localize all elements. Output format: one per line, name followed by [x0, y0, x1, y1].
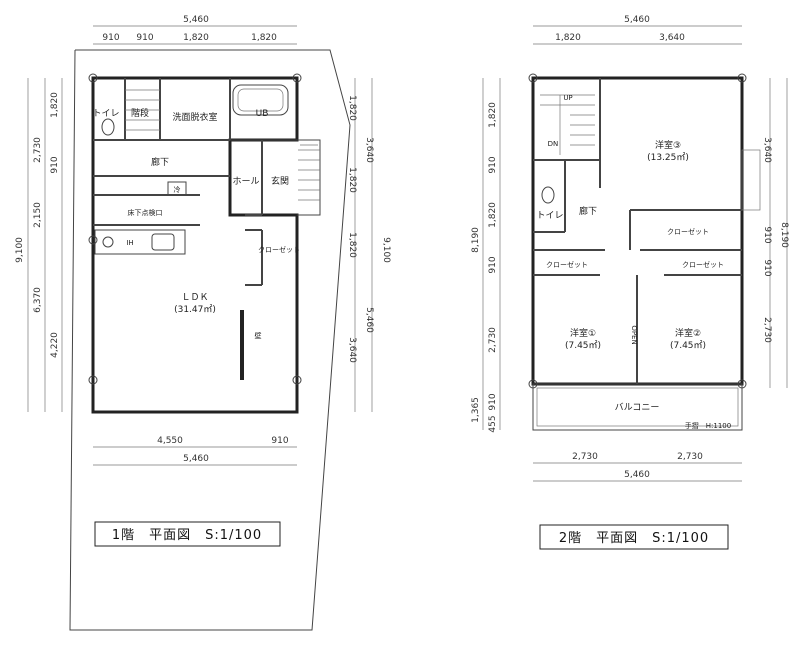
label-handrail: 手摺 H:1100 — [685, 421, 731, 430]
dim-top-1: 910 — [136, 33, 153, 43]
room-label-washroom: 洗面脱衣室 — [172, 111, 217, 123]
floor1-title-box — [94, 521, 281, 547]
room-label-closet-top: クローゼット — [667, 227, 709, 236]
f2-dim-left-bottom-2: 455 — [488, 415, 498, 432]
f2-dim-left-1: 910 — [488, 156, 498, 173]
dim-left-b-0: 6,370 — [33, 287, 43, 313]
floor1-title: 1階 平面図 S:1/100 — [112, 528, 262, 543]
floor2-columns — [528, 73, 747, 389]
dim-right-total: 9,100 — [381, 237, 391, 263]
f2-toilet-fixture — [541, 186, 555, 204]
f2-dim-right-0: 3,640 — [762, 137, 772, 163]
dim-left-a-2: 910 — [50, 156, 60, 173]
label-wall: 壁 — [255, 331, 262, 340]
dim-bottom-1: 910 — [271, 436, 288, 446]
floor2-title: 2階 平面図 S:1/100 — [559, 531, 709, 546]
dim-right-4: 5,460 — [364, 307, 374, 333]
floor1-exterior-wall — [91, 76, 299, 414]
ih-hob-icon — [102, 236, 114, 248]
floor2-interior-walls — [533, 78, 742, 384]
f2-dim-bottom-total: 5,460 — [624, 470, 650, 480]
floor2-stairs — [540, 94, 595, 155]
dim-right-2: 1,820 — [347, 167, 357, 193]
toilet-fixture — [101, 118, 115, 136]
room-label-closet: クローゼット — [258, 245, 300, 254]
room-label-closet-right: クローゼット — [682, 260, 724, 269]
dim-right-1: 3,640 — [364, 137, 374, 163]
label-stairs-dn: DN — [548, 140, 559, 148]
f2-dim-left-0: 1,820 — [488, 102, 498, 128]
room-label-f2-corridor: 廊下 — [579, 205, 597, 217]
label-open: OPEN — [630, 325, 638, 344]
f2-dim-right-3: 2,730 — [762, 317, 772, 343]
room-label-ldk: ＬＤＫ — [181, 293, 208, 303]
f2-dim-right-2: 910 — [762, 259, 772, 276]
floor2-title-box — [539, 524, 729, 550]
floor1-stairs — [125, 89, 160, 131]
f2-dim-right-1: 910 — [762, 226, 772, 243]
f2-dim-left-total: 8,190 — [471, 227, 481, 253]
f2-dim-bottom-1: 2,730 — [677, 452, 703, 462]
label-refrigerator: 冷 — [174, 185, 181, 194]
porch-steps — [298, 149, 320, 201]
room-label-stairs: 階段 — [131, 107, 149, 119]
f2-dim-left-bottom-0: 1,365 — [471, 397, 481, 423]
label-stairs-up: UP — [563, 94, 572, 102]
fridge-space — [167, 181, 187, 196]
f2-dim-left-3: 910 — [488, 256, 498, 273]
f2-dim-top-total: 5,460 — [624, 15, 650, 25]
room-label-balcony: バルコニー — [615, 402, 660, 413]
f2-dim-top-1: 3,640 — [659, 33, 685, 43]
room-label-western3: 洋室③ — [655, 139, 681, 151]
room-label-closet-left: クローゼット — [546, 260, 588, 269]
f2-dim-left-2: 1,820 — [488, 202, 498, 228]
f2-dim-right-total: 8,190 — [779, 222, 789, 248]
dim-left-a-3: 2,150 — [33, 202, 43, 228]
bathtub — [232, 84, 289, 116]
f2-dim-left-4: 2,730 — [488, 327, 498, 353]
dim-top-2: 1,820 — [183, 33, 209, 43]
sink-icon — [151, 233, 175, 251]
dim-top-3: 1,820 — [251, 33, 277, 43]
room-label-entrance: 玄関 — [271, 175, 289, 187]
label-ih: IH — [126, 239, 133, 247]
floor1-plan: 5,460 910 910 1,820 1,820 9,100 2,730 2,… — [15, 15, 391, 631]
room-label-hall: ホール — [232, 176, 259, 187]
dim-right-0: 1,820 — [347, 95, 357, 121]
room-area-ldk: (31.47㎡) — [174, 304, 216, 315]
room-area-western2: (7.45㎡) — [670, 340, 706, 351]
dim-top-0: 910 — [102, 33, 119, 43]
room-label-western2: 洋室② — [675, 327, 701, 339]
f2-dim-bottom-0: 2,730 — [572, 452, 598, 462]
porch — [230, 139, 321, 216]
dim-right-3: 1,820 — [347, 232, 357, 258]
floor2-plan: 5,460 1,820 3,640 8,190 1,820 910 1,820 … — [471, 15, 789, 550]
room-label-western1: 洋室① — [570, 327, 596, 339]
dim-top-total: 5,460 — [183, 15, 209, 25]
room-label-bath: UB — [256, 109, 269, 119]
room-label-f2-toilet: トイレ — [536, 211, 563, 221]
f2-dim-top-0: 1,820 — [555, 33, 581, 43]
room-label-toilet: トイレ — [92, 109, 119, 119]
dim-left-total: 9,100 — [15, 237, 25, 263]
f2-dim-left-bottom-1: 910 — [488, 393, 498, 410]
dim-left-a-1: 2,730 — [33, 137, 43, 163]
dim-bottom-total: 5,460 — [183, 454, 209, 464]
room-area-western1: (7.45㎡) — [565, 340, 601, 351]
dim-left-b-1: 4,220 — [50, 332, 60, 358]
lot-boundary — [69, 49, 351, 631]
dim-bottom-0: 4,550 — [157, 436, 183, 446]
kitchen-counter — [94, 229, 186, 255]
room-area-western3: (13.25㎡) — [647, 152, 689, 163]
room-label-corridor: 廊下 — [151, 156, 169, 168]
dim-right-5: 3,640 — [347, 337, 357, 363]
label-underfloor-hatch: 床下点検口 — [128, 208, 163, 217]
dim-left-a-0: 1,820 — [50, 92, 60, 118]
floor1-columns — [88, 73, 302, 385]
